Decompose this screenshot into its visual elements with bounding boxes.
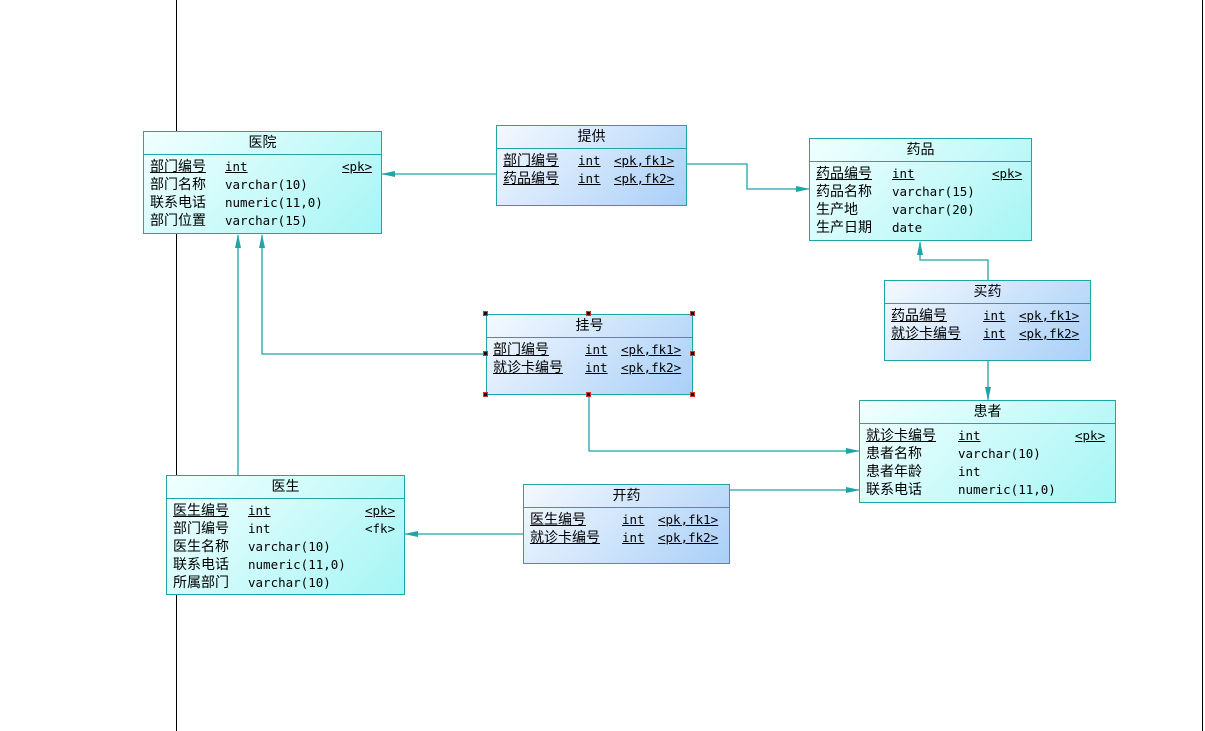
page-boundary-left — [176, 0, 177, 731]
table-title: 患者 — [860, 401, 1115, 424]
table-title: 买药 — [885, 281, 1090, 304]
resize-handle-w[interactable] — [483, 351, 488, 356]
link-registration-patient[interactable] — [588, 395, 860, 454]
table-title: 挂号 — [487, 315, 692, 338]
resize-handle-ne[interactable] — [690, 311, 695, 316]
resize-handle-n[interactable] — [586, 311, 591, 316]
table-title: 开药 — [524, 485, 729, 508]
link-registration-hospital[interactable] — [259, 234, 486, 355]
resize-handle-e[interactable] — [690, 351, 695, 356]
table-title: 医生 — [167, 476, 404, 499]
page-boundary-right — [1202, 0, 1203, 731]
table-title: 提供 — [497, 126, 686, 149]
resize-handle-se[interactable] — [690, 392, 695, 397]
table-title: 医院 — [144, 132, 381, 155]
resize-handle-s[interactable] — [586, 392, 591, 397]
link-supply-medicine[interactable] — [686, 163, 810, 192]
table-title: 药品 — [810, 139, 1031, 162]
resize-handle-nw[interactable] — [483, 311, 488, 316]
resize-handle-sw[interactable] — [483, 392, 488, 397]
link-buymedicine-medicine[interactable] — [917, 241, 989, 281]
